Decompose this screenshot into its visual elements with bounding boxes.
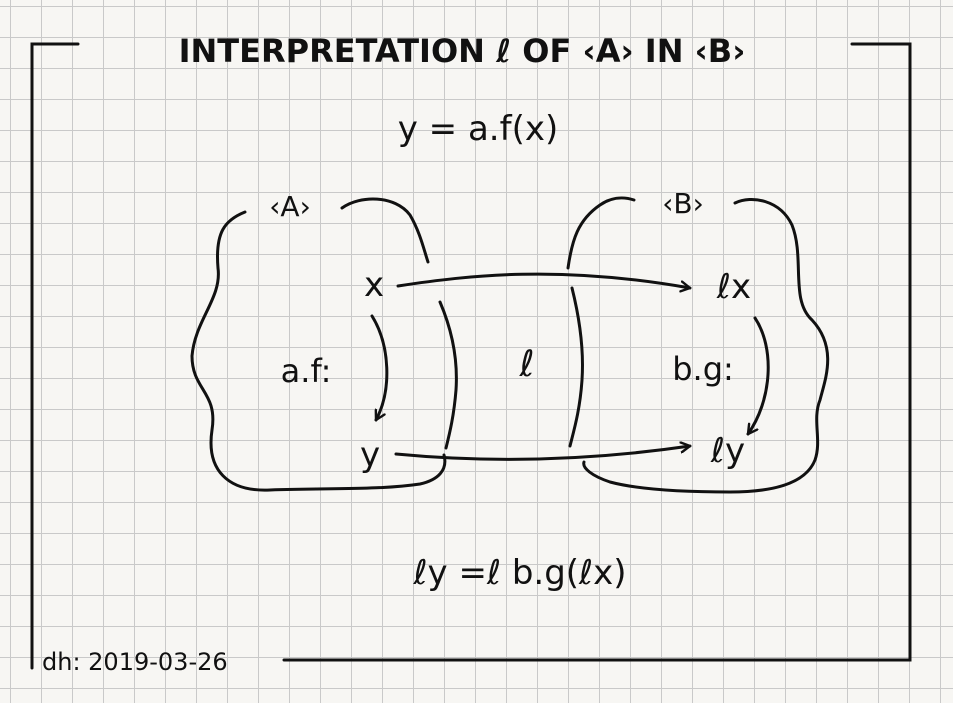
group-b-right-outline [582, 198, 830, 494]
equation-top: y = a.f(x) [398, 109, 559, 149]
arrow-af [370, 314, 389, 422]
interpretation-symbol: ℓ [519, 344, 535, 385]
arrow-y-to-ly [394, 446, 692, 461]
outer-frame [30, 42, 912, 670]
node-a-y: y [360, 435, 380, 475]
arrow-label-bg: b.g: [672, 350, 734, 388]
arrow-label-af: a.f: [281, 352, 332, 390]
group-b-outline [566, 196, 636, 270]
node-a-x: x [364, 265, 384, 305]
node-b-lx: ℓx [716, 267, 751, 307]
signature-date: dh: 2019-03-26 [42, 648, 228, 676]
group-a-outline [190, 210, 447, 492]
arrow-x-to-lx [396, 272, 692, 288]
node-b-ly: ℓy [710, 431, 745, 471]
equation-bottom: ℓy =ℓ b.g(ℓx) [413, 553, 627, 593]
arrow-bg [746, 316, 770, 436]
interpretation-dividers [438, 286, 584, 450]
group-a-top-arc [340, 197, 430, 264]
diagram-title: INTERPRETATION ℓ OF ‹A› IN ‹B› [179, 32, 746, 70]
group-a-label: ‹A› [269, 190, 311, 223]
group-b-label: ‹B› [662, 187, 704, 220]
